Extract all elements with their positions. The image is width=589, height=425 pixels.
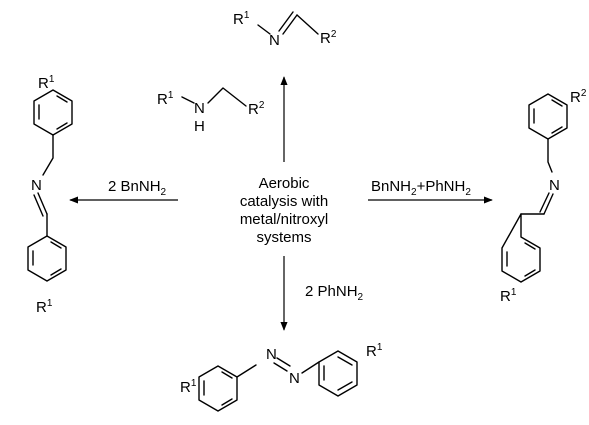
- reagent-right: BnNH2+PhNH2: [371, 178, 471, 198]
- center-line-1: Aerobic: [259, 175, 310, 192]
- atom-r-label: R1: [366, 342, 383, 360]
- atom-r-label: R1: [36, 298, 53, 316]
- benzylidene-aniline-product: R2 N R1: [500, 88, 587, 305]
- center-line-2: catalysis with: [240, 193, 328, 210]
- atom-h-label: H: [194, 118, 205, 135]
- atom-r-label: R2: [320, 29, 337, 47]
- atom-r-label: R1: [180, 378, 197, 396]
- atom-r-label: R1: [157, 90, 174, 108]
- atom-n-label: N: [266, 346, 277, 363]
- atom-r-label: R2: [248, 100, 265, 118]
- imine-product-top: R1 N R2: [233, 10, 337, 49]
- atom-r-label: R1: [233, 10, 250, 28]
- atom-r-label: R2: [570, 88, 587, 106]
- atom-n-label: N: [289, 370, 300, 387]
- benzylidene-benzylamine-product: R1 N R1: [27, 74, 73, 316]
- atom-n-label: N: [549, 177, 560, 194]
- catalysis-center-label: Aerobic catalysis with metal/nitroxyl sy…: [240, 175, 328, 246]
- atom-r-label: R1: [500, 287, 517, 305]
- azobenzene-product: R1 N N R1: [180, 342, 383, 412]
- secondary-amine-substrate: R1 N H R2: [157, 87, 265, 135]
- atom-n-label: N: [269, 32, 280, 49]
- atom-r-label: R1: [38, 74, 55, 92]
- center-line-4: systems: [256, 229, 311, 246]
- atom-n-label: N: [194, 100, 205, 117]
- atom-n-label: N: [31, 177, 42, 194]
- reagent-bottom: 2 PhNH2: [305, 283, 364, 303]
- center-line-3: metal/nitroxyl: [240, 211, 328, 228]
- reagent-left: 2 BnNH2: [108, 178, 167, 198]
